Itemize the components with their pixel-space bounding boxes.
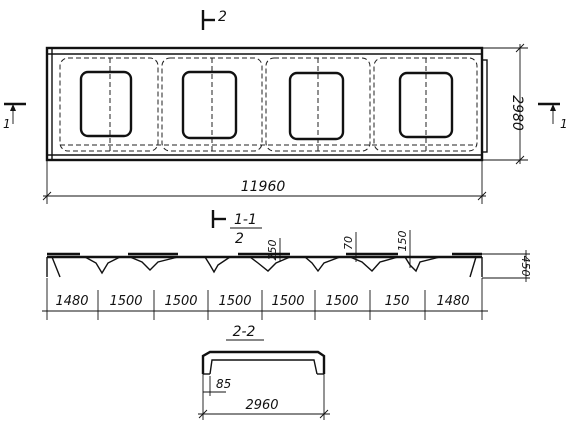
plan-view: 2 1 1 2980 [3,9,568,204]
height-label: 450 [519,256,532,277]
dim-top-250: 250 [266,240,279,261]
section-2-2-profile [201,350,326,374]
section-1-1-height-dim: 450 [482,250,532,282]
span-label: 1500 [325,294,358,309]
length-dimension: 11960 [42,160,487,204]
section-2-2-width-label: 2960 [245,398,278,413]
width-label: 2980 [509,95,525,131]
span-label: 1500 [164,294,197,309]
section-1-1-top-dims: 250 70 150 [266,230,411,268]
section-1-1-cut-mark: 2 [235,231,244,247]
rib-frame [59,57,159,152]
section-marker-1-right: 1 [538,102,568,131]
opening [288,71,345,141]
rib-dimension: 85 [203,376,231,396]
span-label: 1500 [271,294,304,309]
span-label: 1480 [55,294,88,309]
section-1-1-profile [46,252,483,278]
width-dimension: 2980 [482,43,528,165]
opening [181,70,238,140]
span-label: 150 [385,294,410,309]
section-mark-top: 2 [218,9,227,25]
section-mark-left: 1 [3,117,11,131]
openings [79,70,454,141]
section-1-1-title: 2 1-1 [211,210,262,247]
dim-top-70: 70 [342,236,355,250]
dim-top-150: 150 [396,231,409,252]
section-marker-1-left: 1 [3,102,26,131]
section-mark-right: 1 [560,117,568,131]
length-label: 11960 [241,179,286,195]
opening [398,71,454,139]
section-2-2: 2-2 85 2960 [198,324,330,420]
section-1-1-spans: 1480 1500 1500 1500 1500 1500 150 1480 [42,278,488,320]
span-label: 1500 [109,294,142,309]
span-label: 1500 [218,294,251,309]
opening [79,70,133,138]
rib-label: 85 [216,377,231,391]
span-label: 1480 [436,294,469,309]
rib-frames [59,57,478,152]
panel-end-tab-right [481,59,488,153]
section-1-1-title-text: 1-1 [234,212,257,228]
section-2-2-title: 2-2 [233,324,256,340]
panel-outline [45,46,484,162]
section-1-1: 2 1-1 250 [42,210,532,320]
section-2-2-width-dim: 2960 [198,374,330,420]
section-marker-2: 2 [201,9,227,30]
